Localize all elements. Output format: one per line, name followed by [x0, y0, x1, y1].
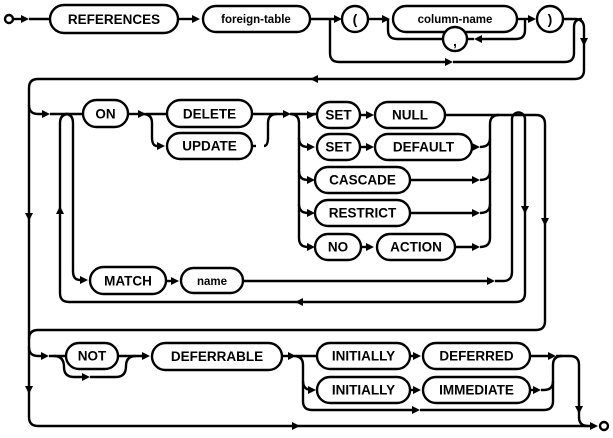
- node-delete: DELETE: [165, 98, 254, 129]
- node-match: MATCH: [88, 265, 168, 296]
- node-cascade-label: CASCADE: [329, 173, 396, 188]
- node-null-label: NULL: [392, 108, 428, 123]
- node-match-label: MATCH: [104, 274, 152, 289]
- node-initially-immediate-initially: INITIALLY: [315, 375, 412, 405]
- end-terminal-icon: [598, 420, 610, 432]
- node-foreign-table-label: foreign-table: [221, 14, 291, 26]
- node-references-label: REFERENCES: [68, 12, 160, 27]
- node-update: UPDATE: [165, 131, 254, 161]
- start-terminal-icon: [3, 13, 15, 25]
- node-not: NOT: [64, 341, 120, 371]
- node-not-label: NOT: [78, 349, 107, 364]
- node-deferrable: DEFERRABLE: [150, 341, 284, 372]
- node-restrict-label: RESTRICT: [329, 206, 397, 221]
- node-action-label: ACTION: [390, 240, 442, 255]
- node-set-default-set: SET: [315, 132, 362, 162]
- node-delete-label: DELETE: [183, 107, 236, 122]
- node-foreign-table: foreign-table: [201, 4, 312, 34]
- node-comma: ,: [441, 25, 469, 53]
- node-set-null-set: SET: [315, 100, 362, 130]
- node-on: ON: [81, 98, 130, 129]
- node-update-label: UPDATE: [182, 139, 237, 154]
- node-name: name: [179, 266, 245, 295]
- node-initially-deferred-initially: INITIALLY: [315, 341, 412, 371]
- arrowheads: [21, 15, 598, 430]
- node-deferred-label: DEFERRED: [439, 349, 514, 364]
- node-set-b-label: SET: [325, 140, 352, 155]
- node-no: NO: [313, 232, 363, 262]
- node-null: NULL: [373, 100, 447, 130]
- node-close-paren-label: ): [548, 11, 553, 27]
- node-deferrable-label: DEFERRABLE: [171, 349, 263, 364]
- node-column-name: column-name: [391, 4, 519, 34]
- node-set-a-label: SET: [325, 108, 352, 123]
- node-comma-label: ,: [453, 33, 457, 49]
- node-default-label: DEFAULT: [393, 140, 455, 155]
- node-open-paren-label: (: [353, 11, 358, 27]
- node-name-label: name: [197, 276, 227, 288]
- node-close-paren: ): [535, 4, 565, 34]
- node-action: ACTION: [375, 232, 457, 262]
- node-on-label: ON: [95, 107, 115, 122]
- node-column-name-label: column-name: [418, 14, 493, 26]
- node-immediate: IMMEDIATE: [421, 375, 532, 405]
- node-deferred: DEFERRED: [421, 341, 532, 371]
- node-default: DEFAULT: [373, 132, 474, 162]
- node-restrict: RESTRICT: [313, 198, 412, 228]
- node-immediate-label: IMMEDIATE: [439, 383, 514, 398]
- node-references: REFERENCES: [48, 3, 180, 35]
- node-initially-b-label: INITIALLY: [332, 383, 395, 398]
- railroad-connectors: [13, 17, 590, 428]
- node-initially-a-label: INITIALLY: [332, 349, 395, 364]
- node-no-label: NO: [328, 240, 348, 255]
- node-open-paren: (: [340, 4, 370, 34]
- node-cascade: CASCADE: [313, 165, 412, 195]
